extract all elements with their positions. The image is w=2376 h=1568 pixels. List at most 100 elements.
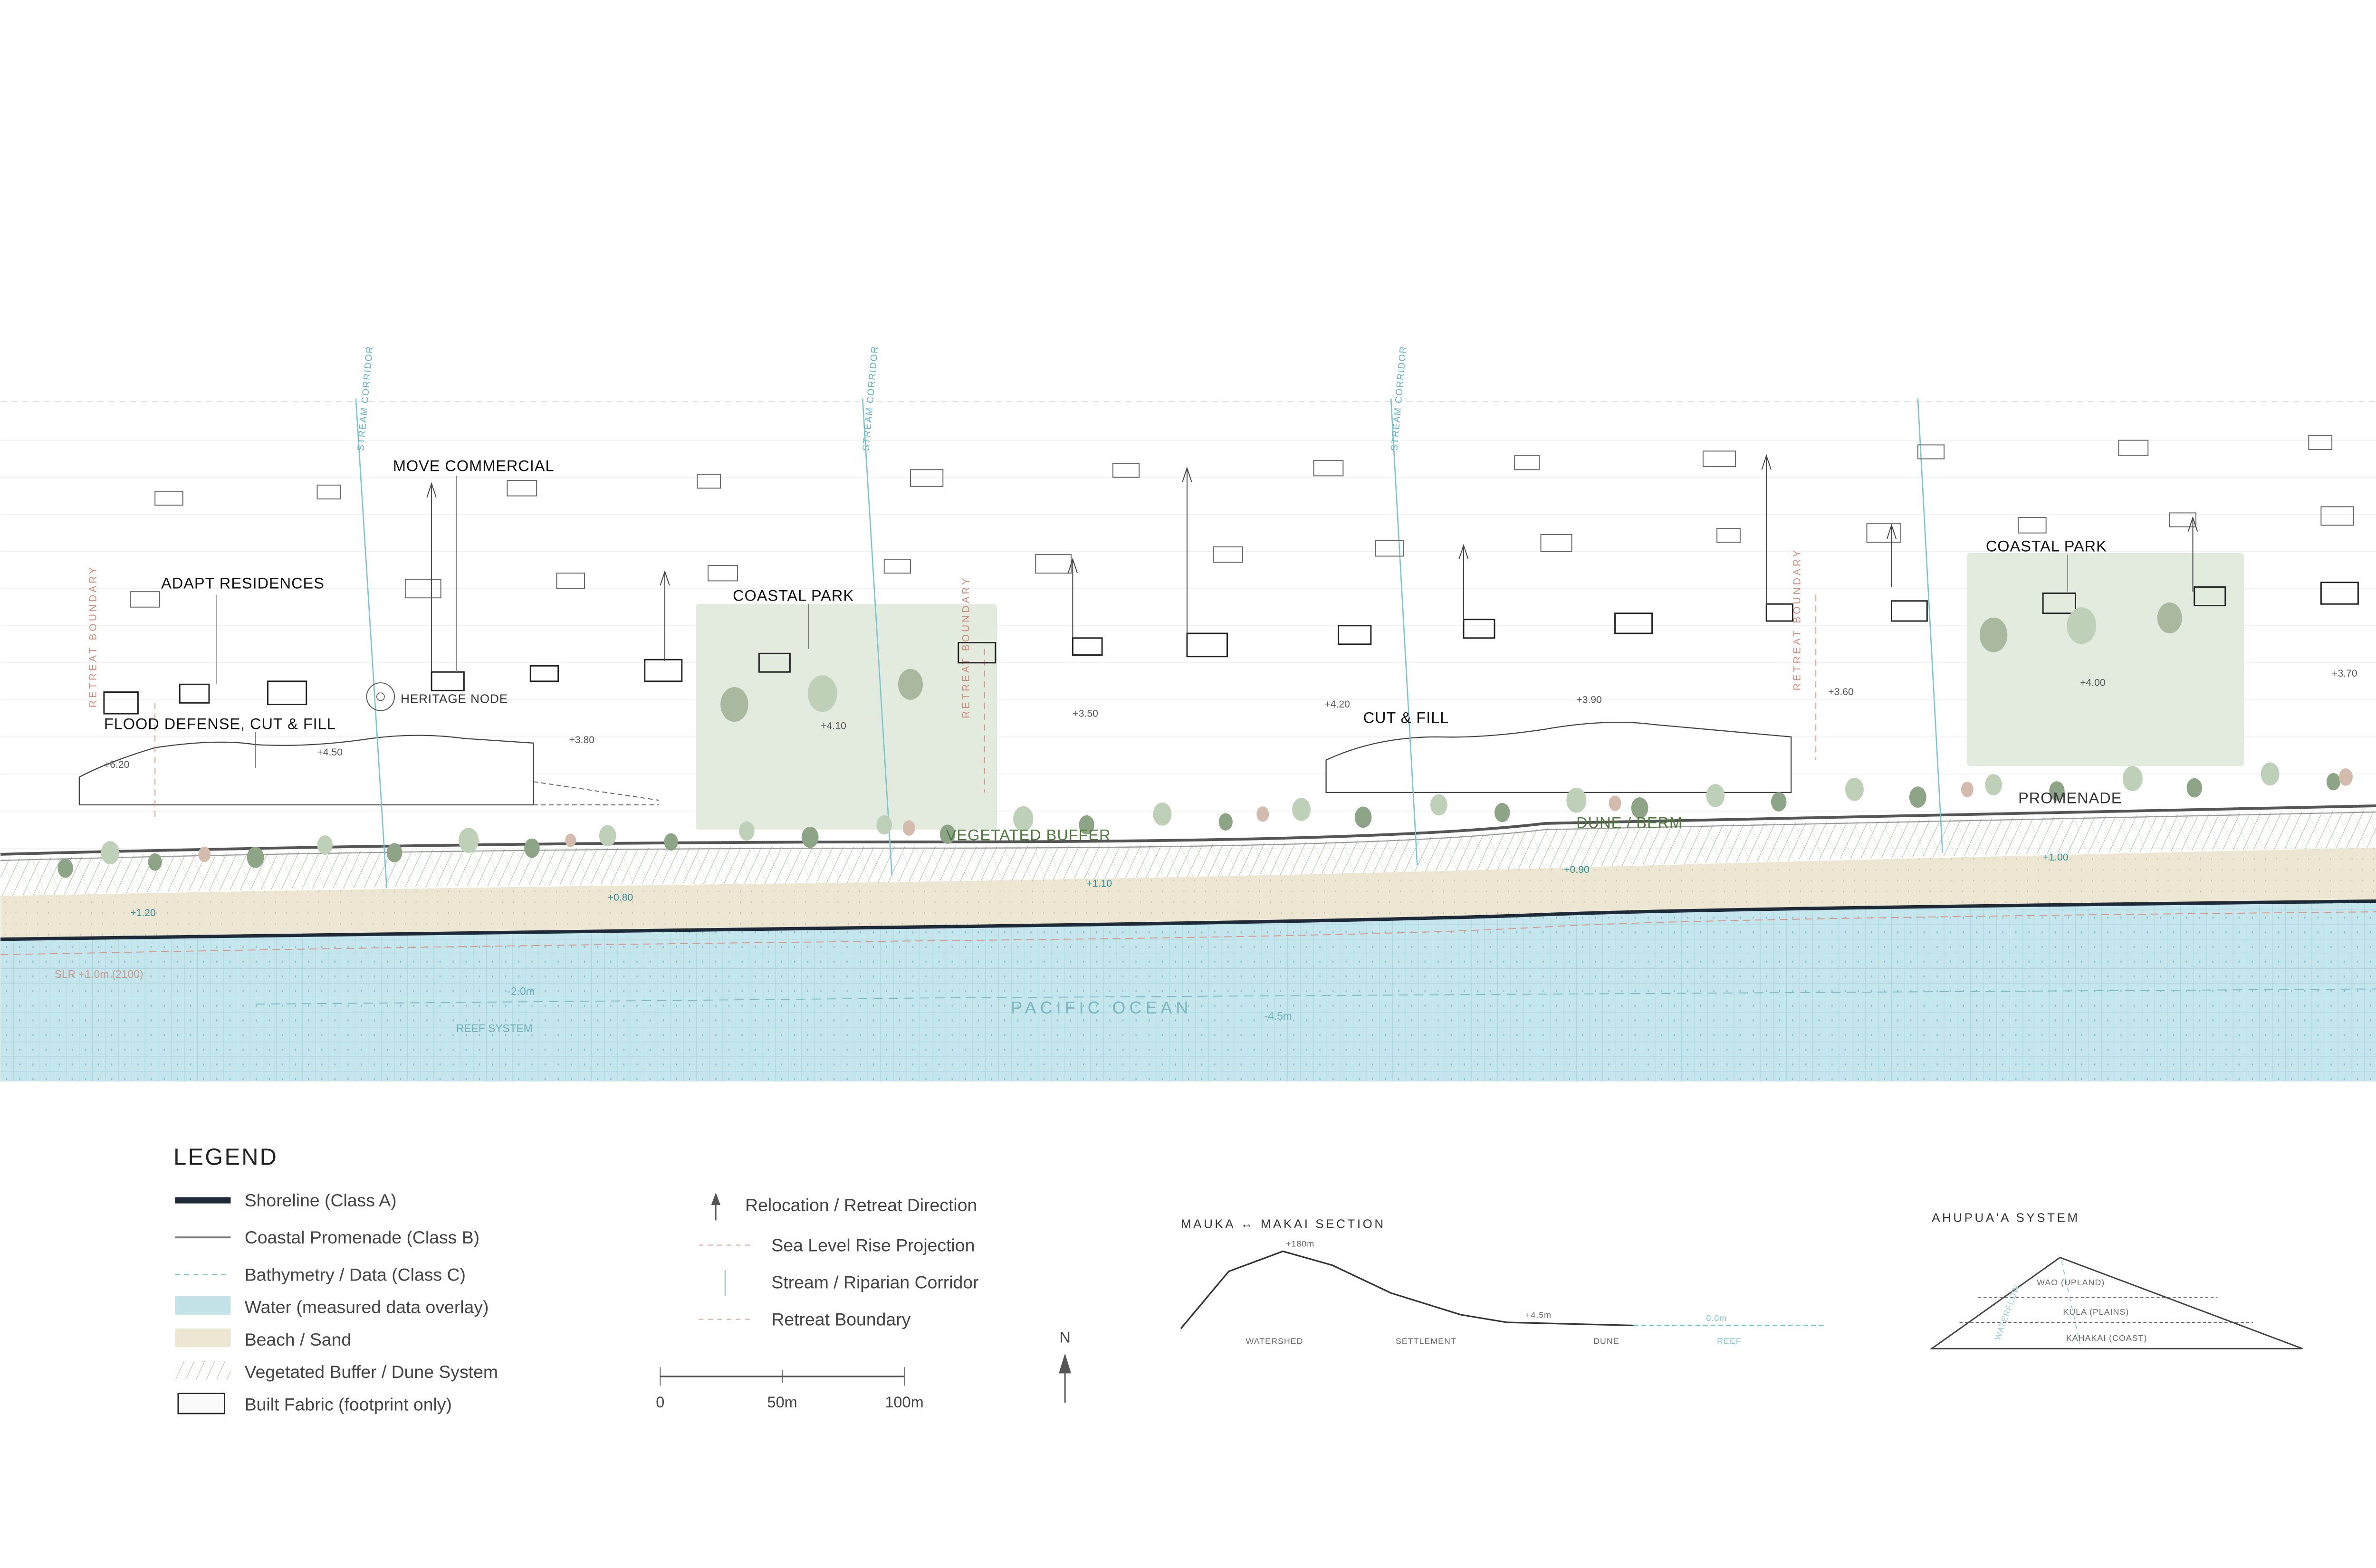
heritage-node-center (376, 692, 385, 701)
tree-icon (317, 835, 333, 855)
tree-icon (664, 833, 678, 851)
reef-system-label: REEF SYSTEM (456, 1022, 533, 1034)
beach-elevations: +1.20 +0.80 +1.10 +0.90 +1.00 (130, 852, 2068, 918)
stream-corridor-label: STREAM CORRIDOR (861, 345, 880, 451)
cut-fill-structure (1325, 721, 1792, 794)
elevation-label: +4.20 (1324, 699, 1350, 710)
section-peak-label: +180m (1286, 1239, 1314, 1249)
coastal-promenade-edge (0, 811, 2376, 861)
tree-icon (1909, 786, 1926, 808)
legend-item: Shoreline (Class A) (245, 1190, 397, 1210)
bathymetry-line (255, 988, 2376, 1005)
stream-corridor-line (1917, 398, 1944, 853)
elevation-label: +4.10 (821, 721, 846, 732)
stream-corridor-label: STREAM CORRIDOR (355, 345, 375, 451)
section-title: MAUKA ↔ MAKAI SECTION (1181, 1217, 1386, 1231)
legend-swatch-shoreline (175, 1197, 231, 1204)
tree-icon (1256, 806, 1269, 822)
legend-item: Built Fabric (footprint only) (245, 1394, 452, 1414)
beach-elevation-label: +1.20 (130, 908, 155, 918)
legend-item: Coastal Promenade (Class B) (245, 1227, 479, 1247)
legend-swatch-water (175, 1296, 231, 1315)
building-footprint (1716, 527, 1741, 543)
scale-bar (660, 1367, 905, 1386)
built-fabric (103, 435, 2359, 715)
building-footprint (1514, 455, 1540, 470)
tree-icon (524, 838, 540, 858)
building-footprint (130, 591, 160, 608)
tree-icon (101, 841, 120, 865)
elevation-label: +6.20 (104, 759, 129, 770)
ahupuaa-triangle (1929, 1256, 2303, 1349)
tree-icon (1706, 784, 1725, 807)
building-footprint (2308, 435, 2333, 450)
tree-icon (898, 669, 923, 700)
building-footprint (154, 490, 183, 506)
building-footprint (644, 659, 683, 682)
legend-item: Sea Level Rise Projection (771, 1235, 975, 1255)
ahupuaa-zone-label: WAO (UPLAND) (2037, 1278, 2105, 1287)
background-grid (0, 440, 2376, 849)
tree-icon (2067, 607, 2097, 644)
relocation-arrow-icon (1761, 454, 1772, 470)
tree-icon (386, 843, 402, 862)
tree-icon (1430, 794, 1447, 816)
building-footprint (2194, 586, 2226, 606)
tree-icon (1013, 806, 1034, 832)
elevation-label: +3.60 (1828, 687, 1853, 698)
section-zone-label: WATERSHED (1246, 1337, 1303, 1346)
tree-icon (1153, 803, 1172, 826)
label-promenade: PROMENADE (2018, 790, 2122, 807)
building-footprint (2320, 582, 2359, 605)
building-footprint (103, 691, 139, 715)
building-footprint (697, 474, 721, 489)
section-dune-label: +4.5m (1525, 1310, 1552, 1319)
beach-elevation-label: +1.00 (2043, 852, 2068, 863)
ahupuaa-diagram: AHUPUA'A SYSTEM WATERFLOW WAO (UPLAND) K… (1929, 1211, 2303, 1349)
legend: LEGEND Shoreline (Class A) Coastal Prome… (173, 1144, 1072, 1415)
mauka-makai-section: MAUKA ↔ MAKAI SECTION +180m +4.5m 0.0m W… (1180, 1217, 1824, 1346)
section-profile (1180, 1250, 1634, 1329)
building-footprint (1213, 546, 1243, 563)
building-footprint (1614, 612, 1653, 634)
tree-icon (1631, 797, 1648, 819)
tree-icon (2157, 602, 2182, 634)
flood-defense-transition (533, 781, 659, 805)
ahupuaa-title: AHUPUA'A SYSTEM (1932, 1211, 2080, 1225)
relocation-arrow-icon (1182, 467, 1192, 482)
building-footprint (2320, 506, 2354, 526)
tree-icon (2261, 762, 2280, 786)
building-footprint (1035, 554, 1072, 574)
building-footprint (708, 564, 738, 582)
building-footprint (2018, 517, 2047, 534)
building-footprint (883, 558, 911, 574)
building-footprint (507, 480, 537, 497)
tree-icon (1985, 774, 2002, 795)
section-zone-label: SETTLEMENT (1396, 1337, 1456, 1346)
label-coastal-park-2: COASTAL PARK (1986, 538, 2107, 555)
heritage-node-icon[interactable] (366, 682, 395, 711)
relocation-arrow-icon (660, 570, 670, 586)
scale-label: 50m (767, 1394, 797, 1411)
tree-icon (720, 687, 748, 722)
legend-swatch-built (177, 1393, 225, 1415)
legend-swatch-vegetated (175, 1361, 231, 1380)
sea-level-rise-line (0, 911, 2376, 956)
tree-icon (939, 824, 956, 844)
building-footprint (958, 642, 996, 664)
legend-swatch-sand (175, 1329, 231, 1348)
tree-icon (1354, 806, 1372, 828)
legend-item: Vegetated Buffer / Dune System (245, 1362, 498, 1382)
tree-icon (1292, 798, 1311, 822)
coastal-park-area-2 (1967, 553, 2244, 766)
scale-label: 100m (885, 1394, 923, 1411)
relocation-arrows (426, 454, 2198, 672)
section-zone-label: DUNE (1593, 1337, 1619, 1346)
label-dune-berm: DUNE / BERM (1576, 814, 1683, 832)
elevation-label: +3.90 (1576, 694, 1601, 705)
legend-item: Retreat Boundary (771, 1310, 910, 1329)
building-footprint (2118, 440, 2149, 457)
building-footprint (1866, 523, 1902, 543)
tree-icon (801, 826, 819, 848)
relocation-arrow-icon (1886, 524, 1897, 539)
